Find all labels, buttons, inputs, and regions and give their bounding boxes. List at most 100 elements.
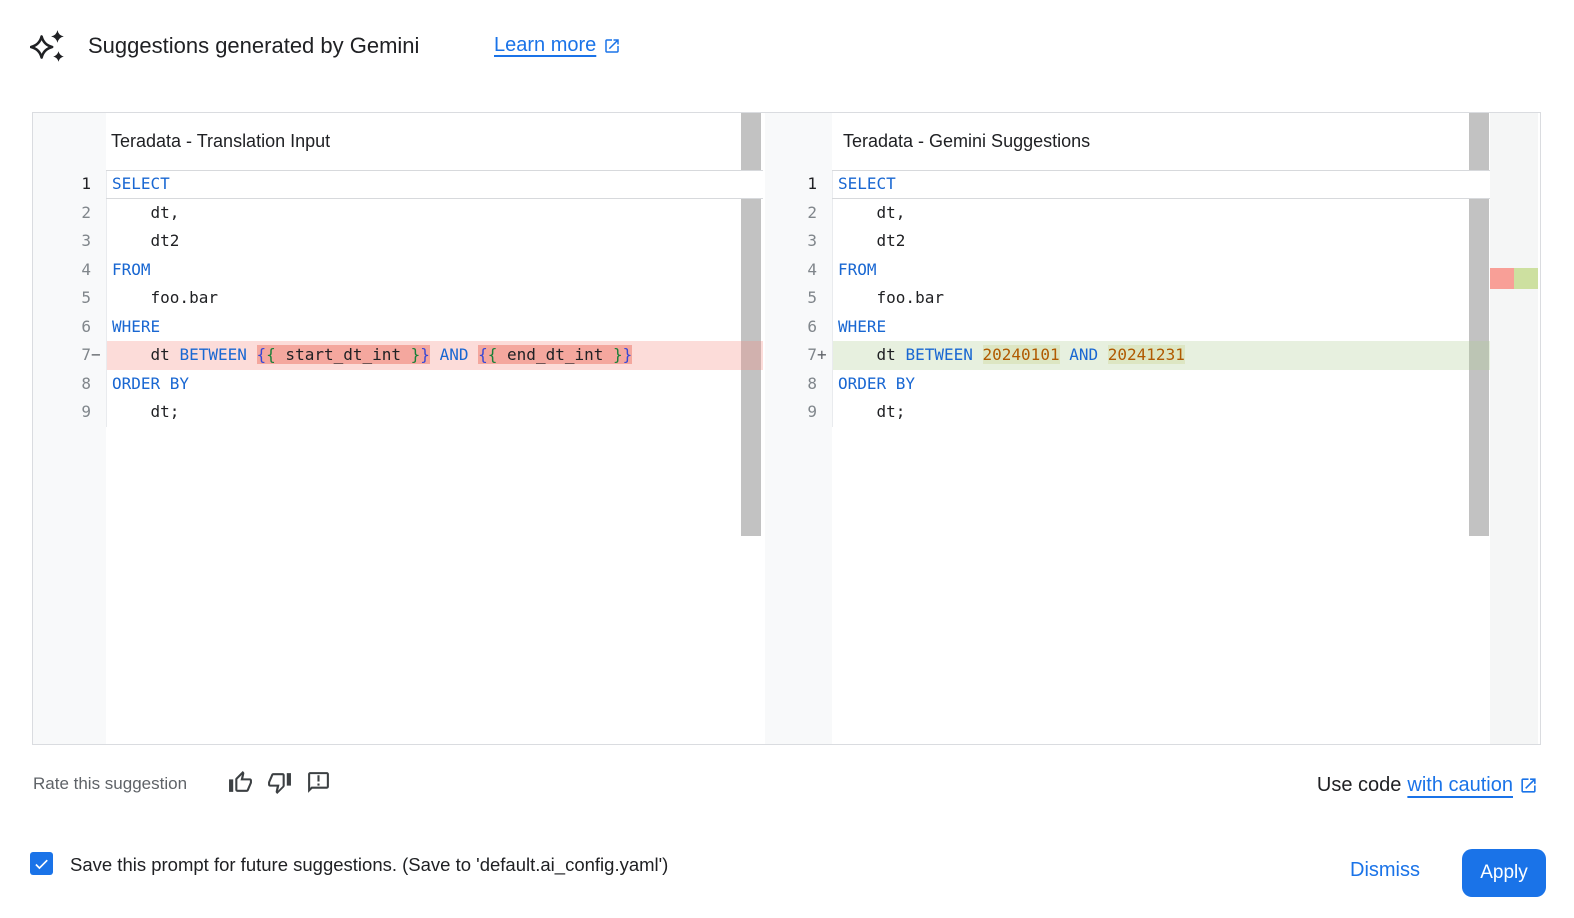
diff-sign [91, 370, 106, 399]
diff-sign [91, 256, 106, 285]
line-number-gutter [33, 113, 106, 744]
code-line: 5 foo.bar [33, 284, 763, 313]
code-token: start_dt_int [275, 345, 411, 364]
line-number: 3 [765, 227, 832, 256]
line-number: 5 [33, 284, 106, 313]
code-line: 9 dt; [33, 398, 763, 427]
code-token: } [613, 345, 623, 364]
code-line: 4 FROM [33, 256, 763, 285]
diff-sign: + [817, 345, 827, 364]
diff-sign [817, 398, 832, 427]
line-number: 9 [765, 398, 832, 427]
code-token: dt; [838, 402, 906, 421]
line-number: 3 [33, 227, 106, 256]
code-token: AND [439, 345, 469, 364]
code-token: FROM [838, 259, 877, 279]
diff-sign [91, 398, 106, 427]
code-text: ORDER BY [832, 370, 1490, 399]
scrollbar-thumb[interactable] [1469, 113, 1489, 536]
learn-more-link[interactable]: Learn more [494, 34, 621, 57]
dismiss-button[interactable]: Dismiss [1350, 859, 1420, 881]
code-token: dt2 [112, 231, 180, 250]
diff-sign: − [91, 345, 101, 364]
code-token: SELECT [838, 174, 896, 193]
learn-more-label: Learn more [494, 34, 597, 56]
line-number-gutter [765, 113, 832, 744]
scrollbar-thumb[interactable] [741, 113, 761, 536]
code-token: WHERE [112, 316, 161, 336]
overview-mark-added [1514, 268, 1538, 289]
open-in-new-icon [1519, 776, 1538, 795]
code-text: dt; [832, 398, 1490, 427]
overview-mark-deleted [1490, 268, 1514, 289]
line-number: 8 [33, 370, 106, 399]
gemini-sparkle-icon [29, 28, 68, 66]
code-line: 5 foo.bar [765, 284, 1490, 313]
feedback-icon[interactable] [306, 770, 331, 795]
code-text: dt BETWEEN {{ start_dt_int }} AND {{ end… [106, 341, 763, 370]
rate-suggestion-label: Rate this suggestion [33, 774, 188, 793]
code-token: dt [838, 345, 906, 364]
line-number: 7+ [765, 341, 832, 370]
code-token: foo.bar [112, 288, 218, 307]
code-line: 1 SELECT [33, 170, 763, 199]
code-line: 3 dt2 [33, 227, 763, 256]
code-token [1060, 345, 1070, 364]
line-number: 4 [765, 256, 832, 285]
code-token: 20240101 [982, 345, 1060, 364]
save-prompt-label: Save this prompt for future suggestions.… [70, 854, 669, 875]
save-prompt-checkbox[interactable] [30, 852, 53, 875]
line-number: 4 [33, 256, 106, 285]
line-number: 8 [765, 370, 832, 399]
code-token [247, 345, 257, 364]
code-token: BETWEEN [179, 345, 247, 364]
code-text: FROM [106, 256, 763, 285]
code-token: dt, [112, 202, 180, 222]
diff-sign [91, 170, 106, 199]
thumb-down-icon[interactable] [267, 770, 292, 795]
line-number: 2 [765, 199, 832, 228]
code-token: { [487, 345, 498, 364]
code-token: } [622, 345, 633, 364]
use-code-caution: Use code with caution [1317, 774, 1538, 797]
open-in-new-icon [603, 37, 621, 55]
code-token: 20241231 [1107, 345, 1185, 364]
diff-sign [91, 313, 106, 342]
code-line: 2 dt, [765, 199, 1490, 228]
code-token [1098, 345, 1108, 364]
code-text: SELECT [106, 170, 763, 199]
code-text: FROM [832, 256, 1490, 285]
line-number: 5 [765, 284, 832, 313]
code-line: 2 dt, [33, 199, 763, 228]
code-token: AND [1069, 345, 1099, 364]
diff-sign [817, 256, 832, 285]
code-line: 9 dt; [765, 398, 1490, 427]
with-caution-link[interactable]: with caution [1407, 774, 1513, 796]
code-text: dt BETWEEN 20240101 AND 20241231 [832, 341, 1490, 370]
diff-overview-ruler [1490, 113, 1538, 744]
code-text: foo.bar [106, 284, 763, 313]
pane-translation-input[interactable]: Teradata - Translation Input 1 SELECT 2 dt… [33, 113, 763, 744]
code-token [973, 345, 983, 364]
code-text: dt2 [106, 227, 763, 256]
diff-sign [91, 199, 106, 228]
apply-button[interactable]: Apply [1462, 849, 1546, 897]
line-number: 1 [33, 170, 106, 199]
thumb-up-icon[interactable] [228, 770, 253, 795]
code-token: SELECT [112, 174, 170, 193]
code-token: FROM [112, 259, 151, 279]
page-title: Suggestions generated by Gemini [88, 33, 420, 58]
line-number: 7− [33, 341, 106, 370]
code-text: dt; [106, 398, 763, 427]
code-token: { [256, 345, 267, 364]
diff-sign [817, 227, 832, 256]
pane-title: Teradata - Translation Input [111, 131, 331, 151]
diff-card: Teradata - Translation Input 1 SELECT 2 dt… [32, 112, 1541, 745]
